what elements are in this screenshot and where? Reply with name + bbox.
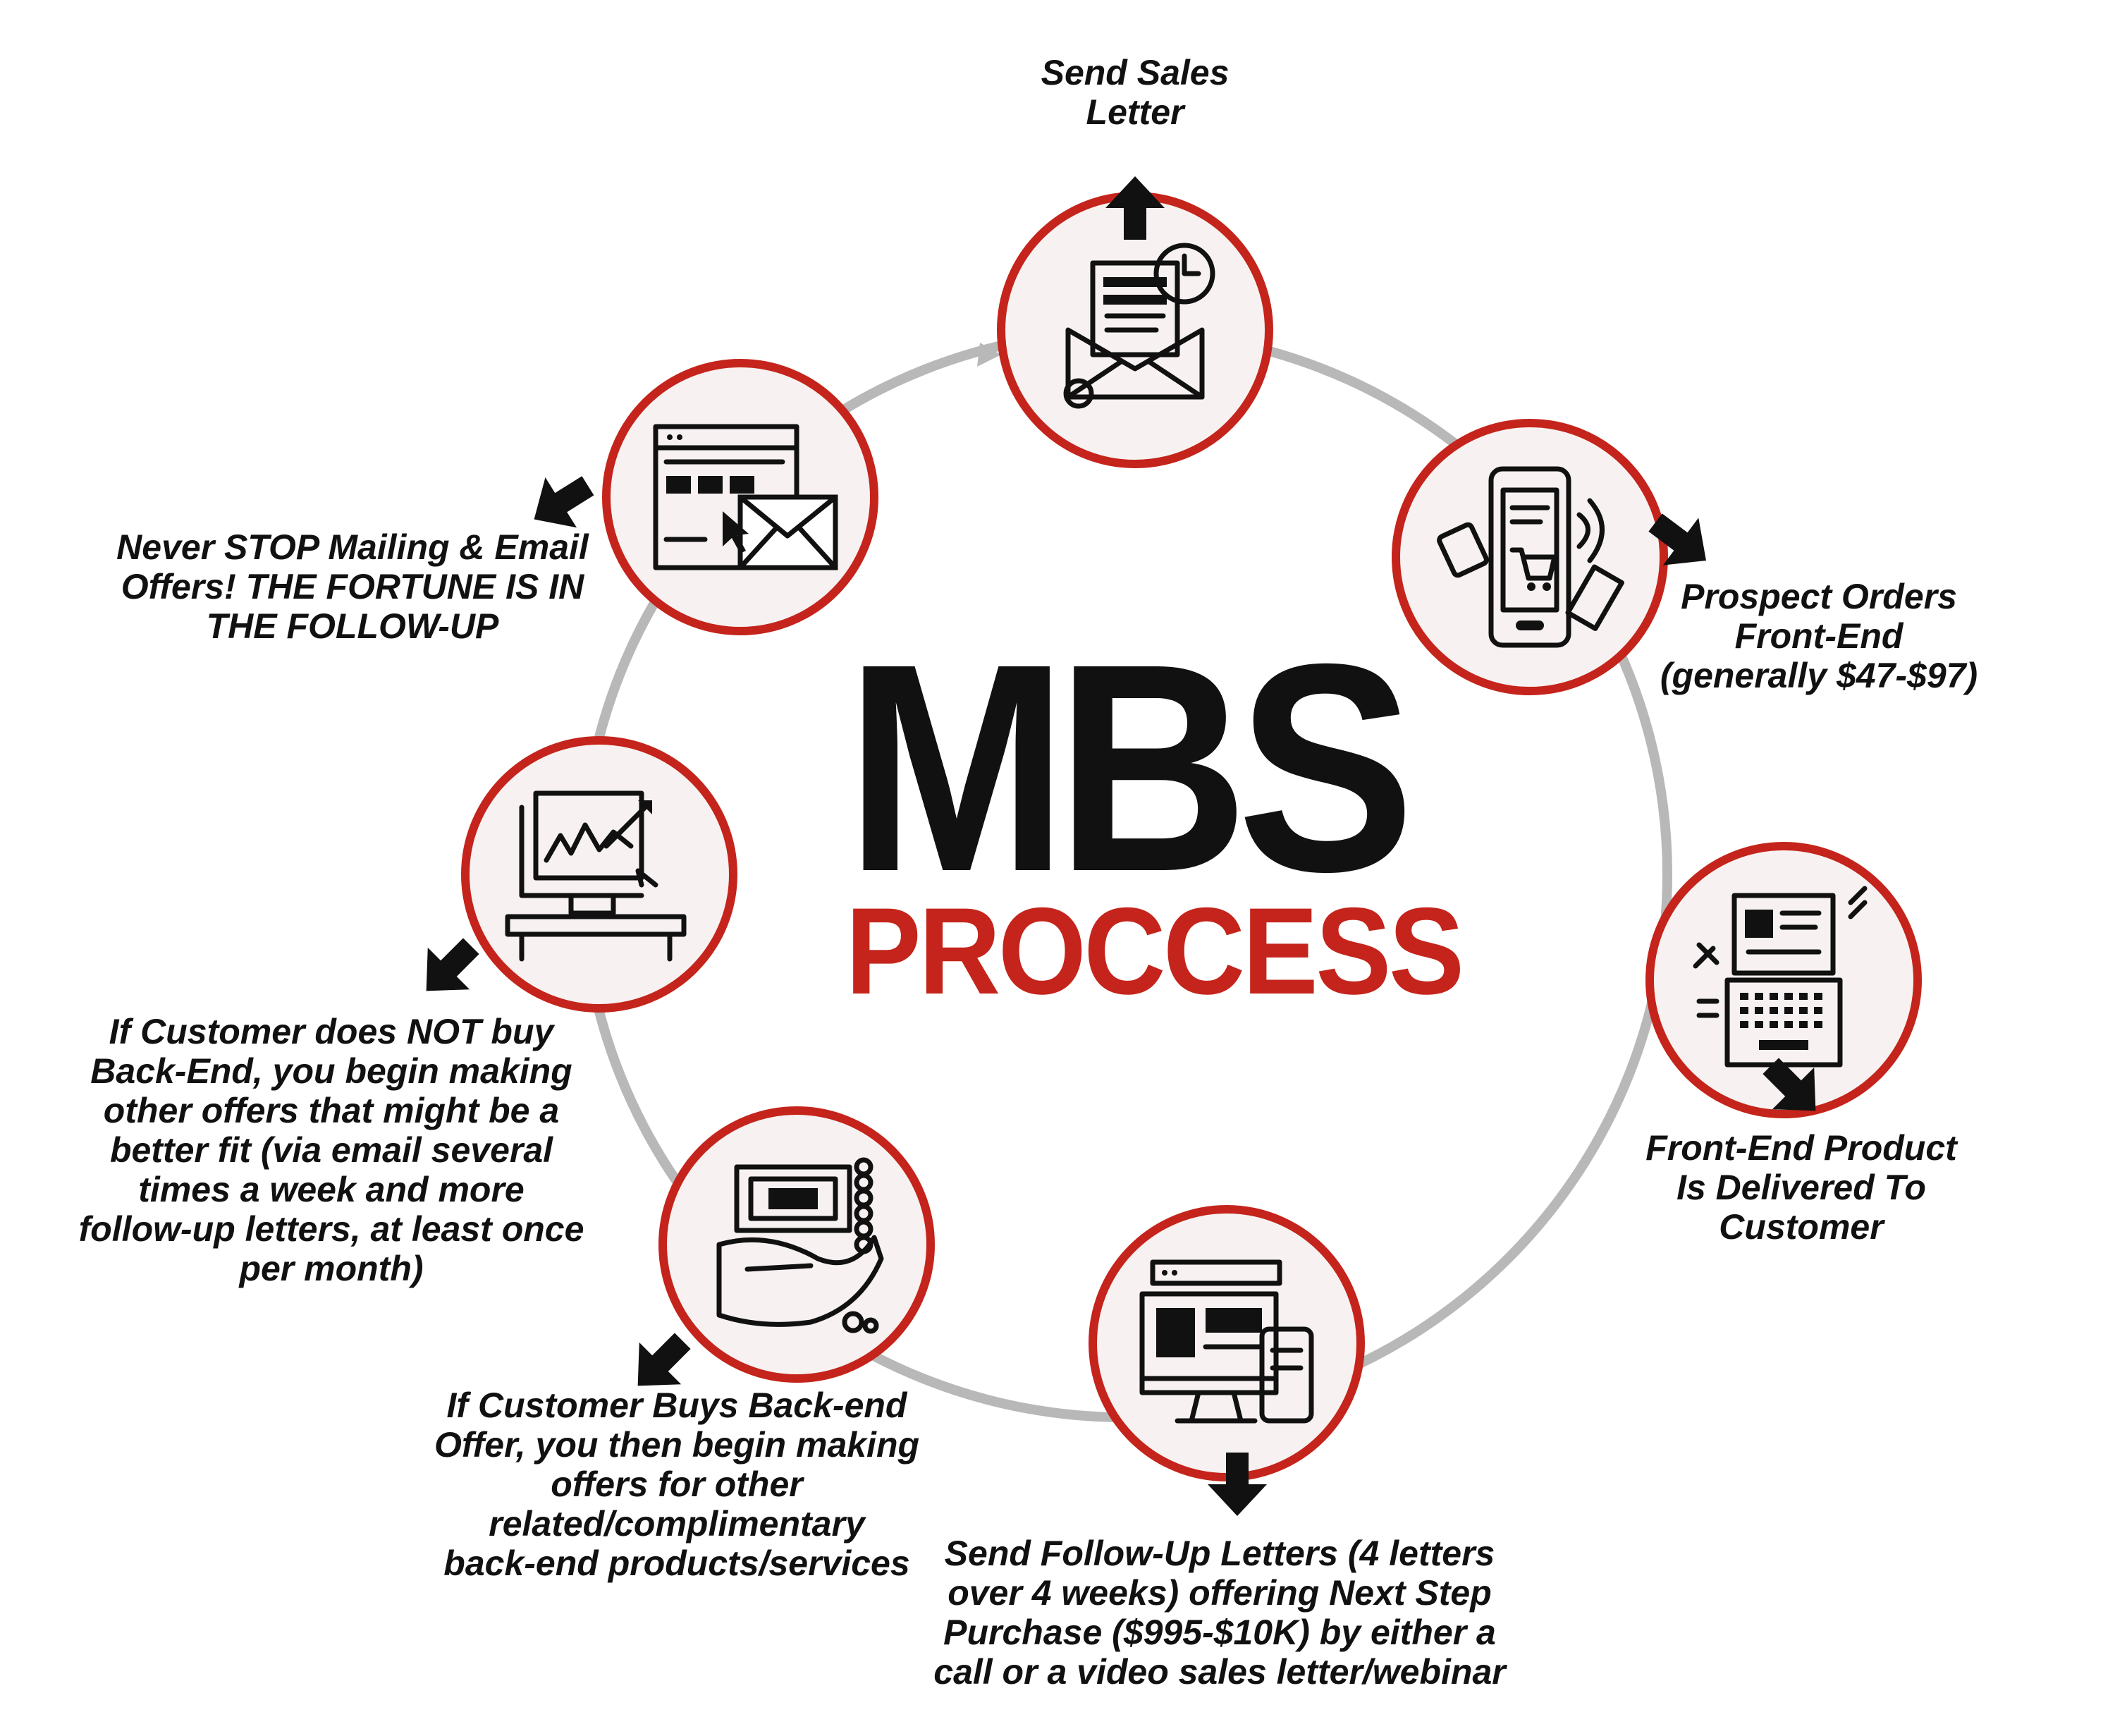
step-label-line: Prospect Orders [1681, 577, 1957, 616]
step-node-circle [658, 1106, 935, 1383]
step-label-line: times a week and more [138, 1170, 525, 1209]
step-label-line: Send Follow-Up Letters (4 letters [944, 1534, 1495, 1573]
step-label-line: related/complimentary [489, 1504, 865, 1544]
sales-letter-envelope-icon [1063, 243, 1215, 409]
mobile-shopping-cart-node [1392, 419, 1707, 695]
step-label-line: Back-End, you begin making [90, 1051, 572, 1091]
step-arrow-icon [637, 1333, 691, 1386]
step-label-line: THE FOLLOW-UP [206, 606, 499, 646]
step-label-line: follow-up letters, at least once [78, 1209, 584, 1249]
step-label-line: (generally $47-$97) [1660, 656, 1978, 695]
hand-holding-money-icon [716, 1157, 884, 1334]
step-arrow-icon [426, 938, 479, 991]
title-main: MBS [845, 603, 1415, 934]
step-label-line: better fit (via email several [109, 1130, 553, 1170]
browser-email-node [534, 359, 878, 635]
step-label-line: per month) [239, 1249, 424, 1288]
step-label-line: call or a video sales letter/webinar [933, 1652, 1506, 1692]
step-arrow-icon [1648, 513, 1707, 566]
ring-arrowhead [977, 343, 1001, 367]
hand-holding-money-node [637, 1106, 935, 1386]
analytics-monitor-node [426, 736, 737, 1013]
step-label-line: Front-End Product [1645, 1128, 1957, 1168]
step-node-circle [461, 736, 737, 1013]
sales-letter-envelope-node [997, 176, 1273, 468]
desktop-tablet-webinar-icon [1139, 1259, 1314, 1424]
step-label-line: Purchase ($995-$10K) by either a [943, 1613, 1496, 1652]
step-arrow-icon [1105, 176, 1165, 240]
step-label-line: Customer [1719, 1207, 1884, 1247]
step-label-line: Send Sales [1041, 53, 1230, 92]
step-label-line: other offers that might be a [103, 1091, 560, 1130]
step-label-line: over 4 weeks) offering Next Step [948, 1573, 1492, 1613]
step-label-line: Is Delivered To [1676, 1168, 1926, 1207]
mobile-shopping-cart-icon [1437, 466, 1624, 648]
analytics-monitor-icon [505, 790, 687, 962]
step-label-line: Never STOP Mailing & Email [116, 527, 589, 567]
browser-email-icon [653, 424, 838, 570]
step-label-line: Front-End [1734, 616, 1904, 656]
step-arrow-icon [1762, 1058, 1816, 1111]
desktop-tablet-webinar-node [1089, 1205, 1365, 1516]
step-label-line: If Customer does NOT buy [109, 1012, 554, 1051]
step-label-line: offers for other [551, 1465, 803, 1504]
step-label-line: Offer, you then begin making [434, 1425, 920, 1465]
step-label-line: back-end products/services [443, 1544, 910, 1583]
step-node-circle [1089, 1205, 1365, 1481]
step-label-line: Offers! THE FORTUNE IS IN [121, 567, 584, 606]
step-arrow-icon [534, 476, 594, 528]
laptop-delivery-node [1645, 842, 1922, 1118]
title-sub: PROCCESS [845, 883, 1464, 1020]
step-label-line: If Customer Buys Back-end [446, 1386, 907, 1425]
step-label-line: Letter [1086, 92, 1184, 132]
step-arrow-icon [1208, 1453, 1267, 1516]
